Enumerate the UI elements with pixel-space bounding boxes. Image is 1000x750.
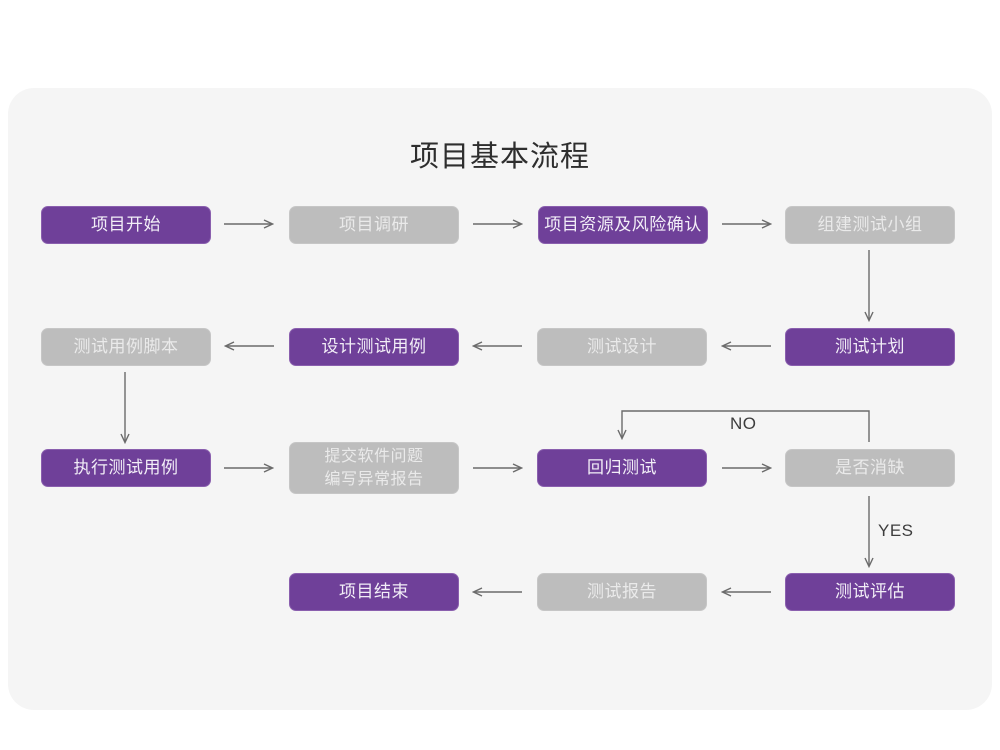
node-project-research[interactable]: 项目调研 xyxy=(289,206,459,244)
node-test-report[interactable]: 测试报告 xyxy=(537,573,707,611)
node-project-start[interactable]: 项目开始 xyxy=(41,206,211,244)
node-regression-test[interactable]: 回归测试 xyxy=(537,449,707,487)
node-test-case-script[interactable]: 测试用例脚本 xyxy=(41,328,211,366)
node-test-plan[interactable]: 测试计划 xyxy=(785,328,955,366)
node-resource-risk-confirm[interactable]: 项目资源及风险确认 xyxy=(538,206,708,244)
page-title: 项目基本流程 xyxy=(409,141,590,173)
edge-label-no: NO xyxy=(730,414,757,433)
node-form-test-team[interactable]: 组建测试小组 xyxy=(785,206,955,244)
node-project-end[interactable]: 项目结束 xyxy=(289,573,459,611)
node-defect-resolved[interactable]: 是否消缺 xyxy=(785,449,955,487)
node-execute-test-case[interactable]: 执行测试用例 xyxy=(41,449,211,487)
diagram-card xyxy=(8,88,992,710)
edge-label-yes: YES xyxy=(878,521,914,540)
node-design-test-case[interactable]: 设计测试用例 xyxy=(289,328,459,366)
node-submit-defect-report[interactable]: 提交软件问题 编写异常报告 xyxy=(289,442,459,494)
node-test-design[interactable]: 测试设计 xyxy=(537,328,707,366)
node-test-evaluation[interactable]: 测试评估 xyxy=(785,573,955,611)
